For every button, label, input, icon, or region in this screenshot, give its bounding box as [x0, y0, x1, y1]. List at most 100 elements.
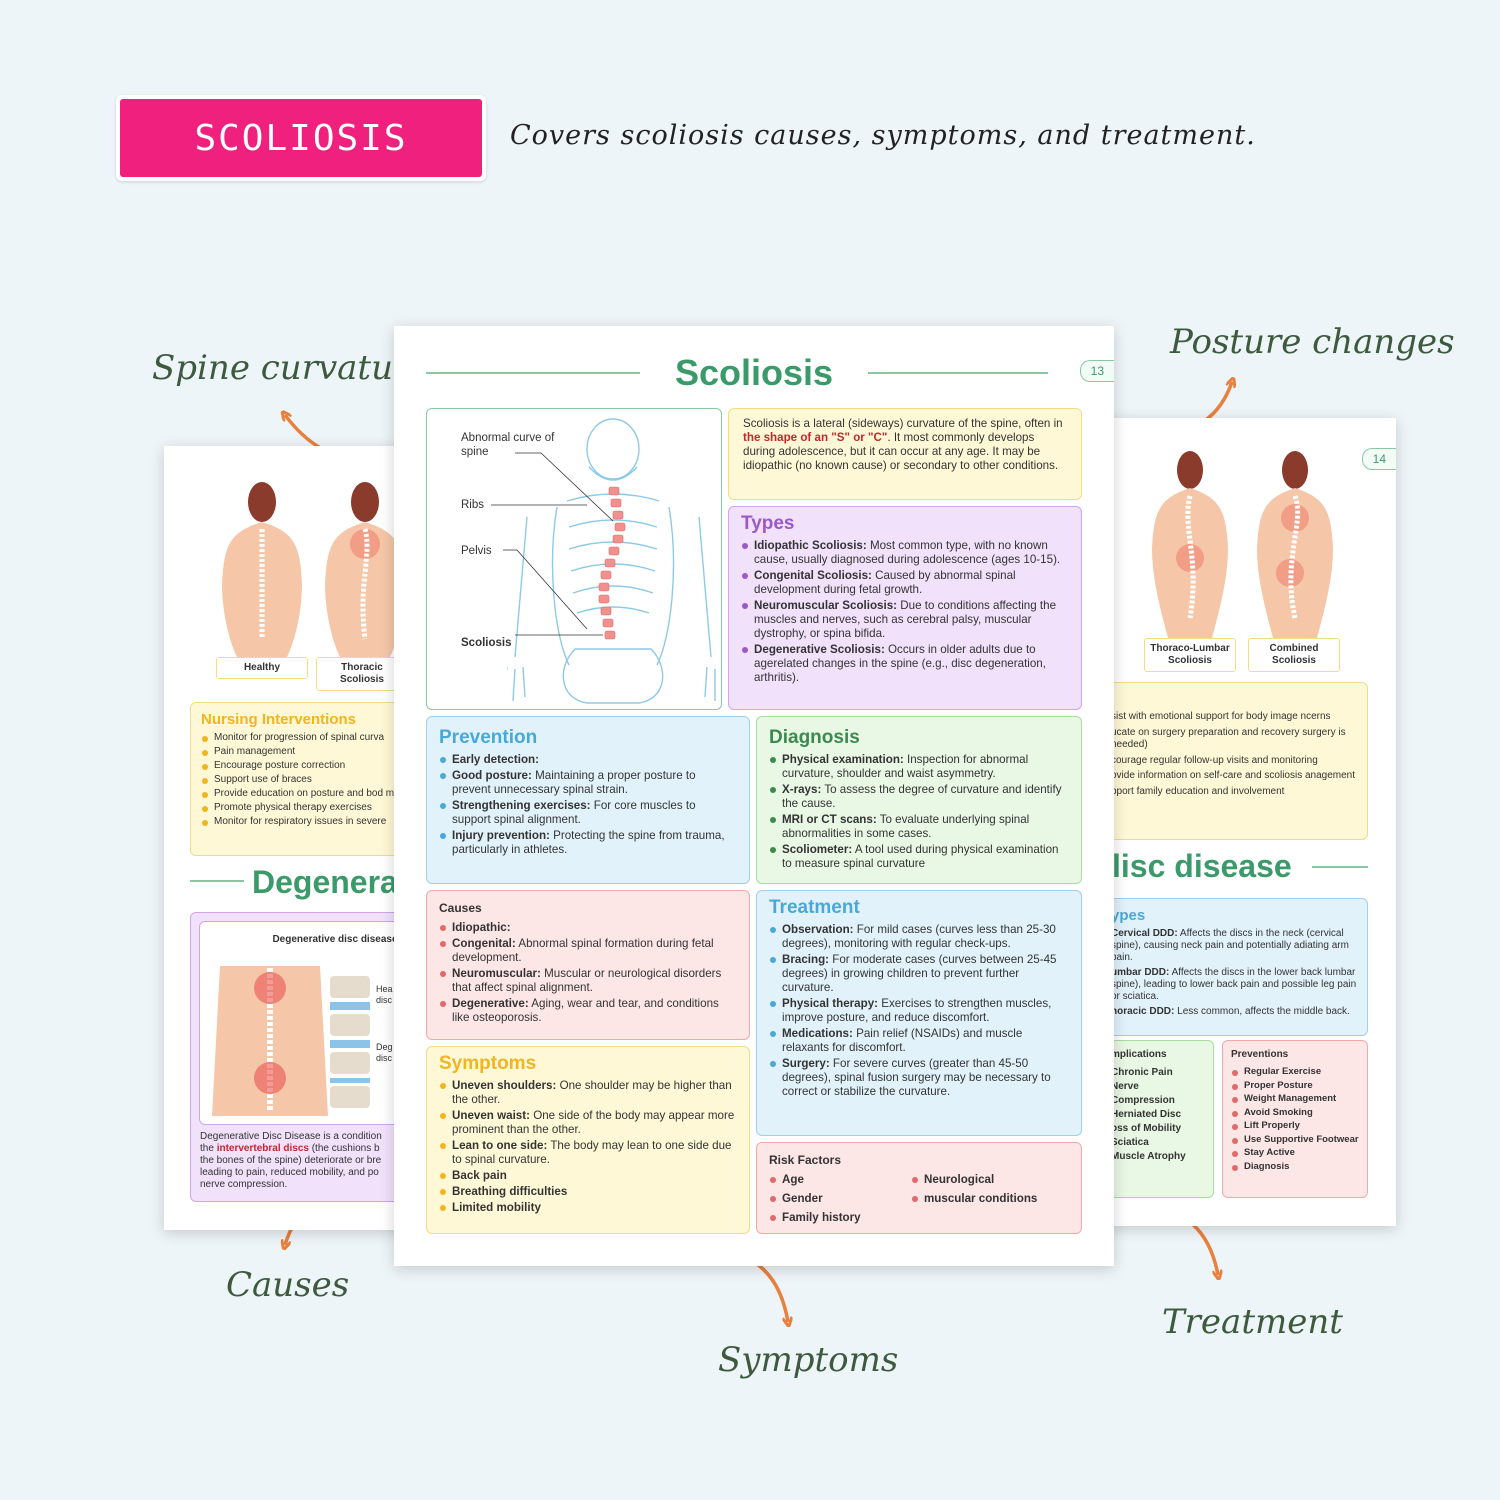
item-label: Back pain: [452, 1169, 507, 1182]
title-rule: [190, 880, 244, 882]
ddd-text-line: the bones of the spine) deteriorate or b…: [200, 1155, 382, 1166]
section-title: lisc disease: [1112, 848, 1292, 884]
list-item: Chronic Pain: [1111, 1067, 1173, 1078]
list-item: Uneven waist: One side of the body may a…: [439, 1109, 737, 1137]
list-item: Proper Posture: [1231, 1080, 1359, 1092]
item-label: Gender: [782, 1192, 823, 1205]
item-label: Family history: [782, 1211, 861, 1224]
prevention-box: Prevention Early detection: Good posture…: [426, 716, 750, 884]
list-item: Injury prevention: Protecting the spine …: [439, 829, 737, 857]
treatment-box: Treatment Observation: For mild cases (c…: [756, 890, 1082, 1136]
item-label: X-rays:: [782, 783, 822, 796]
callout-symptoms: Symptoms: [718, 1340, 899, 1380]
item-text: Exercises to strengthen muscles, improve…: [782, 997, 1052, 1024]
ddd-text-part: the: [200, 1143, 217, 1154]
item-label: Diagnosis: [1244, 1160, 1290, 1172]
risk-factors-title: Risk Factors: [769, 1153, 842, 1167]
list-item: Physical therapy: Exercises to strengthe…: [769, 997, 1069, 1025]
treatment-title: Treatment: [769, 897, 860, 918]
item-label: Strengthening exercises:: [452, 799, 591, 812]
list-item: Congenital Scoliosis: Caused by abnormal…: [741, 569, 1069, 597]
title-badge: SCOLIOSIS: [116, 95, 486, 181]
item-label: Idiopathic:: [452, 921, 511, 934]
item-text: To assess the degree of curvature and id…: [782, 783, 1062, 810]
list-item: Limited mobility: [439, 1201, 737, 1215]
ddd-text-part: (the cushions b: [308, 1143, 380, 1154]
item-text: Occurs in older adults due to agerelated…: [754, 643, 1046, 684]
prevention-title: Prevention: [439, 727, 538, 748]
item-label: horacic DDD:: [1111, 1006, 1175, 1017]
main-page: Scoliosis 13: [394, 326, 1114, 1266]
complications-title: mplications: [1111, 1049, 1167, 1060]
list-item: Bracing: For moderate cases (curves betw…: [769, 953, 1069, 995]
item-text: Pain relief (NSAIDs) and muscle relaxant…: [782, 1027, 1023, 1054]
callout-spine-curvature: Spine curvature: [152, 348, 430, 388]
item-label: Medications:: [782, 1027, 853, 1040]
item-text: Maintaining a proper posture to prevent …: [452, 769, 696, 796]
intro-highlight: the shape of an "S" or "C": [743, 431, 888, 444]
list-item: Support use of braces: [201, 774, 464, 786]
item-label: Observation:: [782, 923, 854, 936]
list-item: Lean to one side: The body may lean to o…: [439, 1139, 737, 1167]
list-item: X-rays: To assess the degree of curvatur…: [769, 783, 1069, 811]
list-item: Strengthening exercises: For core muscle…: [439, 799, 737, 827]
list-item: muscular conditions: [911, 1192, 1037, 1206]
list-item: Congenital: Abnormal spinal formation du…: [439, 937, 737, 965]
list-item: Sciatica: [1111, 1137, 1149, 1148]
list-item: horacic DDD: Less common, affects the mi…: [1111, 1006, 1359, 1018]
item-text: Less common, affects the middle back.: [1174, 1006, 1350, 1017]
diagram-label-abnormal-curve: Abnormal curve of spine: [461, 432, 555, 458]
item-text: Affects the discs in the lower back lumb…: [1111, 967, 1357, 1002]
title-rule: [868, 372, 1048, 374]
callout-treatment: Treatment: [1162, 1302, 1343, 1342]
item-label: Injury prevention:: [452, 829, 550, 842]
section-title: Degenera: [252, 864, 398, 900]
list-item: Medications: Pain relief (NSAIDs) and mu…: [769, 1027, 1069, 1055]
item-text: Muscular or neurological disorders that …: [452, 967, 722, 994]
list-item: Degenerative: Aging, wear and tear, and …: [439, 997, 737, 1025]
list-item: Use Supportive Footwear: [1231, 1134, 1359, 1146]
item-label: Congenital Scoliosis:: [754, 569, 872, 582]
intro-text: Scoliosis is a lateral (sideways) curvat…: [743, 417, 1063, 430]
list-item: Scoliometer: A tool used during physical…: [769, 843, 1069, 871]
list-item: sist with emotional support for body ima…: [1111, 711, 1331, 722]
figure-label-combined: Combined Scoliosis: [1248, 638, 1340, 672]
spine-diagram-box: Abnormal curve of spine Ribs Pelvis Scol…: [426, 408, 722, 710]
list-item: Avoid Smoking: [1231, 1107, 1359, 1119]
list-item: Family history: [769, 1211, 911, 1225]
item-label: Stay Active: [1244, 1147, 1295, 1158]
item-label: umbar DDD:: [1111, 967, 1170, 978]
list-item: Good posture: Maintaining a proper postu…: [439, 769, 737, 797]
list-item: Physical examination: Inspection for abn…: [769, 753, 1069, 781]
list-item: Breathing difficulties: [439, 1185, 737, 1199]
symptoms-box: Symptoms Uneven shoulders: One shoulder …: [426, 1046, 750, 1234]
list-item: ucate on surgery preparation and recover…: [1111, 726, 1346, 751]
item-label: Good posture:: [452, 769, 532, 782]
ddd-description: Degenerative Disc Disease is a condition…: [200, 1131, 464, 1191]
ddd-text-highlight: intervertebral discs: [216, 1143, 309, 1154]
list-item: Monitor for respiratory issues in severe: [201, 816, 464, 828]
preventions-box: Preventions Regular Exercise Proper Post…: [1222, 1040, 1368, 1198]
ddd-text-line: leading to pain, reduced mobility, and p…: [200, 1167, 379, 1178]
list-item: oss of Mobility: [1111, 1123, 1181, 1134]
item-label: Neuromuscular Scoliosis:: [754, 599, 898, 612]
item-label: Proper Posture: [1244, 1079, 1313, 1091]
callout-causes: Causes: [226, 1265, 350, 1305]
list-item: Neuromuscular: Muscular or neurological …: [439, 967, 737, 995]
item-label: Breathing difficulties: [452, 1185, 568, 1198]
list-item: MRI or CT scans: To evaluate underlying …: [769, 813, 1069, 841]
item-label: muscular conditions: [924, 1192, 1038, 1205]
list-item: Age: [769, 1173, 911, 1187]
item-label: Early detection:: [452, 753, 539, 766]
item-text: One side of the body may appear more pro…: [452, 1109, 735, 1136]
ddd-text-line: Degenerative Disc Disease is a condition: [200, 1131, 382, 1142]
list-item: Weight Management: [1231, 1093, 1359, 1105]
posture-figures-illustration: [222, 482, 405, 659]
item-label: Use Supportive Footwear: [1244, 1133, 1359, 1145]
item-label: Uneven waist:: [452, 1109, 530, 1122]
item-label: Degenerative:: [452, 997, 529, 1010]
ddd-label-healthy: Hea disc: [376, 984, 393, 1005]
item-text: For core muscles to support spinal align…: [452, 799, 696, 826]
types-title: Types: [741, 513, 795, 534]
list-item: Nerve Compression: [1111, 1081, 1175, 1106]
